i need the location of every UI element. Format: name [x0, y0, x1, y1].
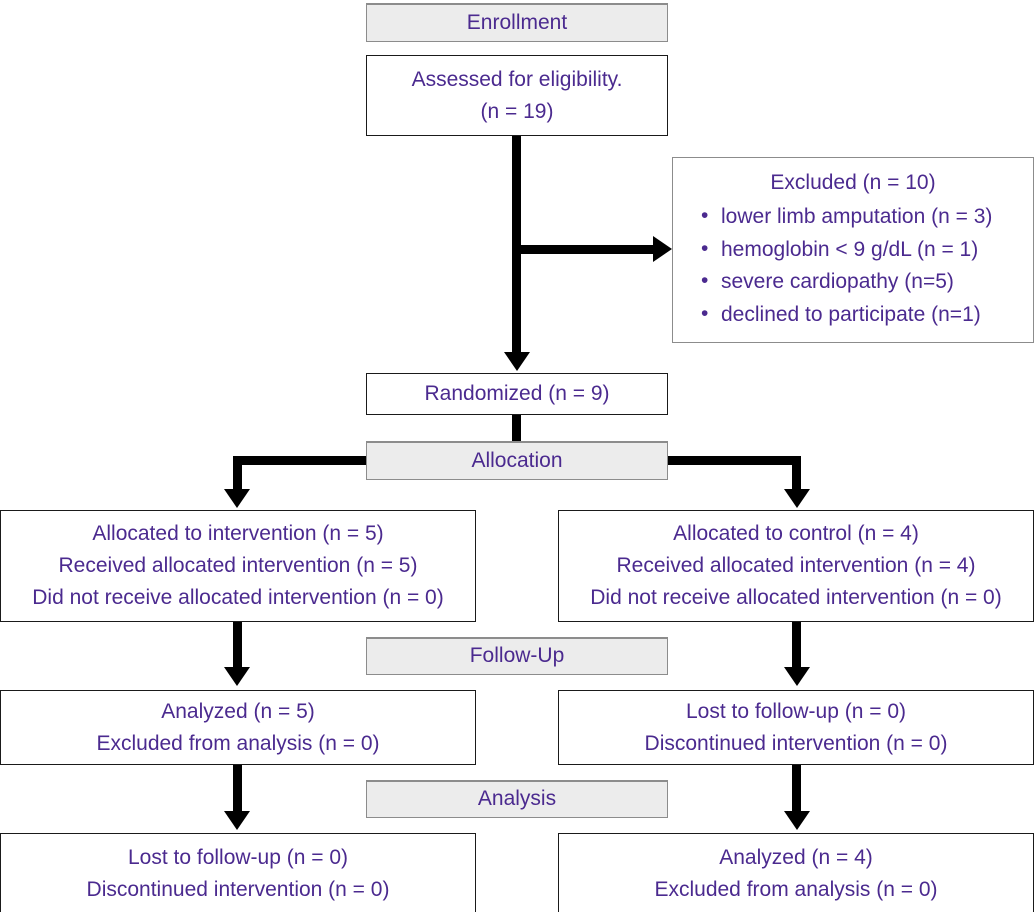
excluded-reason-item: lower limb amputation (n = 3) [701, 200, 1021, 234]
assessed-line-1: Assessed for eligibility. [411, 67, 623, 91]
excluded-title: Excluded (n = 10) [770, 171, 936, 194]
arrowhead-to-randomized [504, 352, 530, 371]
arrowhead-analysis-left [224, 811, 250, 830]
arrowhead-allocation-left [224, 489, 250, 508]
connector-analysis-left [233, 764, 242, 816]
stage-header-followup: Follow-Up [366, 637, 668, 675]
excluded-reason-item: declined to participate (n=1) [701, 298, 1021, 332]
excluded-reason-list: lower limb amputation (n = 3) hemoglobin… [685, 200, 1021, 332]
connector-followup-left [233, 622, 242, 672]
arrowhead-allocation-right [784, 489, 810, 508]
stage-label-followup: Follow-Up [469, 644, 565, 668]
stage-header-enrollment: Enrollment [366, 3, 668, 42]
allocation-right-line-1: Allocated to control (n = 4) [673, 522, 919, 546]
box-followup-left: Analyzed (n = 5) Excluded from analysis … [0, 690, 476, 765]
box-followup-right: Lost to follow-up (n = 0) Discontinued i… [558, 690, 1034, 765]
analysis-right-line-2: Excluded from analysis (n = 0) [654, 878, 938, 901]
assessed-line-2: (n = 19) [480, 99, 554, 123]
connector-randomized-stem [512, 414, 521, 464]
stage-label-allocation: Allocation [471, 448, 563, 472]
arrowhead-to-excluded [653, 236, 672, 262]
stage-label-analysis: Analysis [477, 787, 557, 811]
stage-header-allocation: Allocation [366, 441, 668, 480]
analysis-left-line-2: Discontinued intervention (n = 0) [86, 878, 390, 901]
allocation-right-line-2: Received allocated intervention (n = 4) [616, 554, 976, 578]
analysis-right-line-1: Analyzed (n = 4) [719, 846, 873, 870]
arrowhead-analysis-right [784, 811, 810, 830]
excluded-reason-item: severe cardiopathy (n=5) [701, 265, 1021, 299]
box-excluded: Excluded (n = 10) lower limb amputation … [672, 157, 1034, 343]
box-analysis-right: Analyzed (n = 4) Excluded from analysis … [558, 833, 1034, 912]
connector-followup-right [792, 622, 801, 672]
followup-left-line-1: Analyzed (n = 5) [161, 699, 315, 723]
excluded-reason-item: hemoglobin < 9 g/dL (n = 1) [701, 233, 1021, 267]
allocation-left-line-3: Did not receive allocated intervention (… [32, 585, 444, 609]
analysis-left-line-1: Lost to follow-up (n = 0) [127, 846, 349, 870]
stage-header-analysis: Analysis [366, 780, 668, 818]
allocation-right-line-3: Did not receive allocated intervention (… [590, 585, 1002, 609]
followup-right-line-1: Lost to follow-up (n = 0) [685, 699, 907, 723]
box-allocation-intervention: Allocated to intervention (n = 5) Receiv… [0, 510, 476, 622]
allocation-left-line-2: Received allocated intervention (n = 5) [58, 554, 418, 578]
box-allocation-control: Allocated to control (n = 4) Received al… [558, 510, 1034, 622]
arrowhead-followup-right [784, 667, 810, 686]
followup-right-line-2: Discontinued intervention (n = 0) [644, 731, 948, 755]
box-assessed-for-eligibility: Assessed for eligibility. (n = 19) [366, 55, 668, 136]
arrowhead-followup-left [224, 667, 250, 686]
connector-analysis-right [792, 764, 801, 816]
followup-left-line-2: Excluded from analysis (n = 0) [96, 731, 380, 755]
stage-label-enrollment: Enrollment [466, 10, 568, 34]
connector-to-excluded [512, 245, 655, 254]
box-randomized: Randomized (n = 9) [366, 373, 668, 415]
connector-allocation-right-drop [792, 456, 801, 494]
connector-allocation-left-drop [233, 456, 242, 494]
box-analysis-left: Lost to follow-up (n = 0) Discontinued i… [0, 833, 476, 912]
allocation-left-line-1: Allocated to intervention (n = 5) [92, 522, 384, 546]
randomized-label: Randomized (n = 9) [424, 382, 610, 406]
